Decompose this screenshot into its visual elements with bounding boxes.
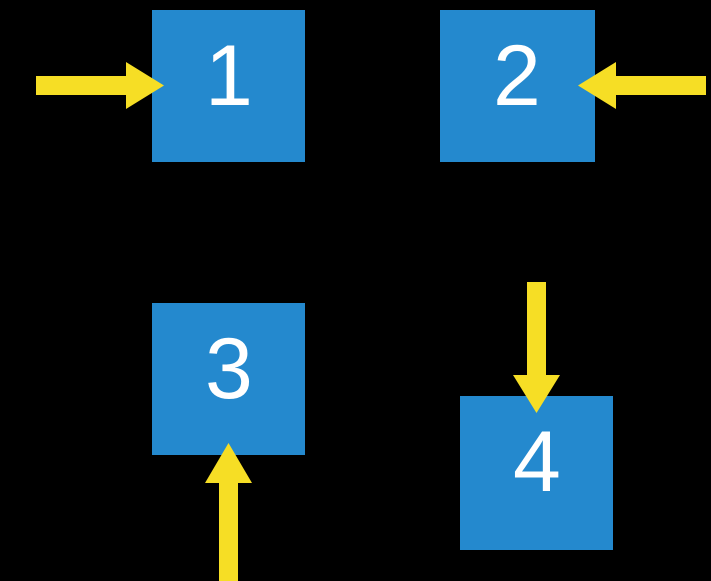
arrow-down-icon <box>513 282 560 413</box>
box-4[interactable] <box>460 396 613 550</box>
box-3-label: 3 <box>205 321 253 417</box>
arrow-left-icon <box>578 62 706 109</box>
arrow-into-box-3 <box>205 443 252 581</box>
arrow-right-icon <box>36 62 164 109</box>
box-2[interactable] <box>440 10 595 162</box>
arrow-into-box-1 <box>36 62 164 109</box>
box-3[interactable] <box>152 303 305 455</box>
box-2-label: 2 <box>493 28 541 124</box>
box-1[interactable] <box>152 10 305 162</box>
box-1-label: 1 <box>205 28 253 124</box>
box-4-label: 4 <box>513 414 561 510</box>
arrow-up-icon <box>205 443 252 581</box>
arrow-into-box-4 <box>513 282 560 413</box>
arrow-into-box-2 <box>578 62 706 109</box>
